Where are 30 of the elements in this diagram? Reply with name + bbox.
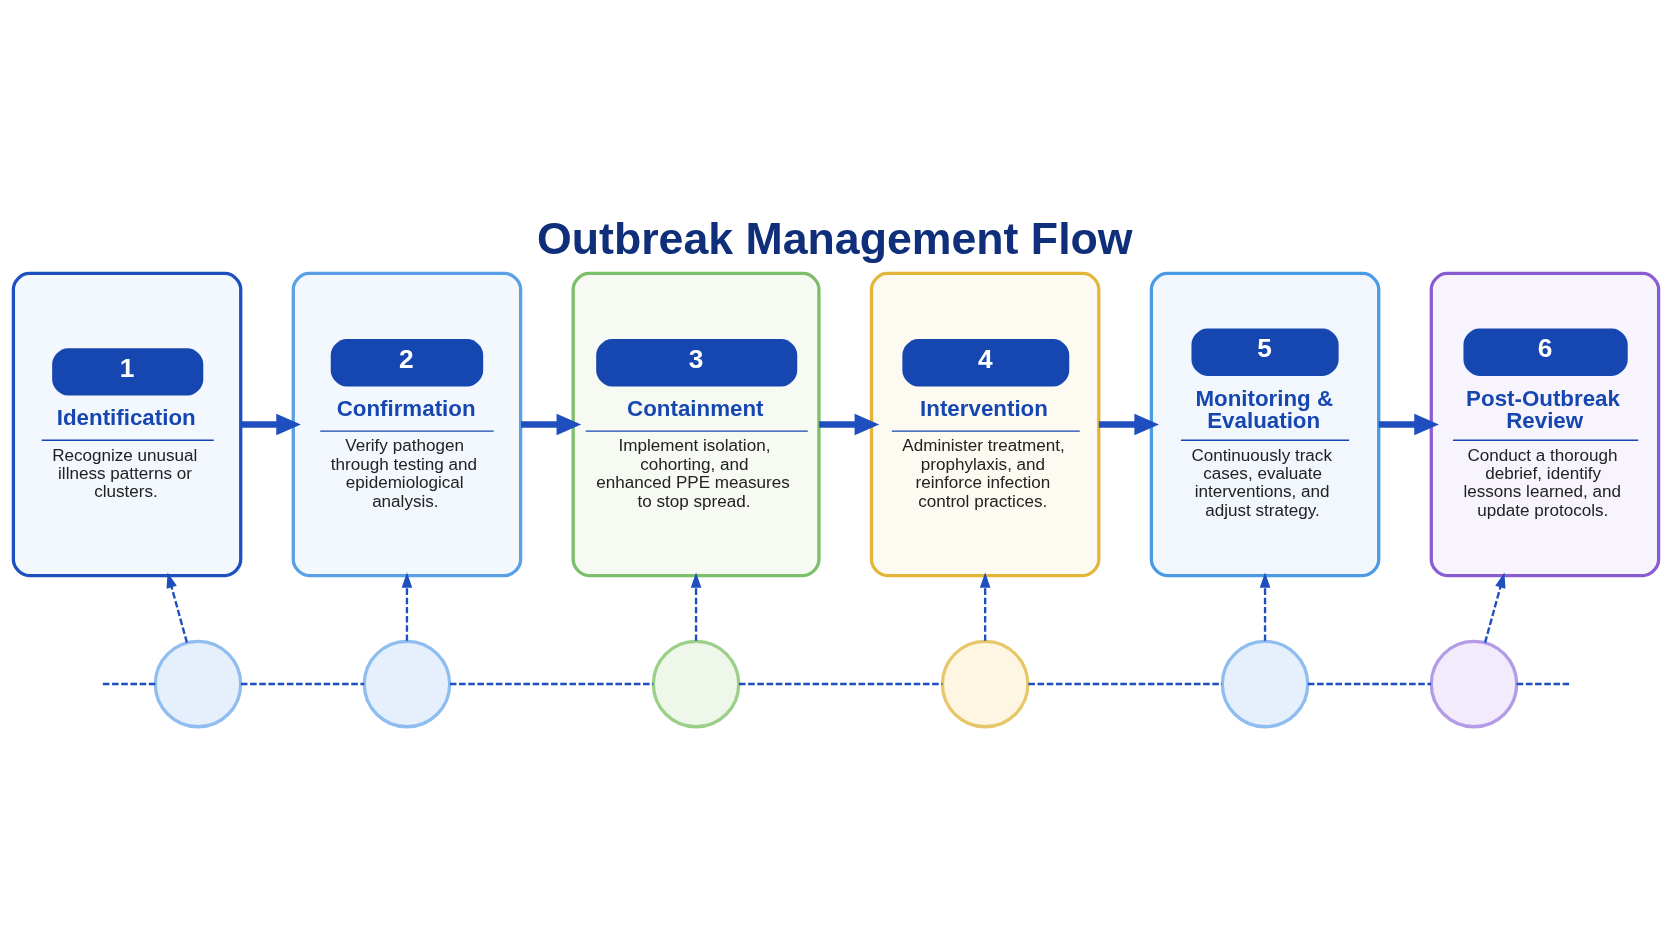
node-box: 1 Identification Recognize unusual illness patterns or clusters. [11, 271, 243, 578]
connector [1516, 682, 1570, 686]
connector [1307, 682, 1432, 686]
arrow [690, 572, 702, 641]
node-box: 6 Post-Outbreak Review Conduct a thorough debrief, identify lessons learned, and update protocols. [1429, 271, 1661, 578]
connector [449, 682, 654, 686]
node-box: 4 Intervention Administer treatment, prophylaxis, and reinforce infection control practices. [869, 271, 1101, 578]
node-box: 3 Containment Implement isolation, cohorting, and enhanced PPE measures to stop spread. [571, 271, 821, 578]
arrow [521, 413, 582, 436]
node-box: 2 Confirmation Verify pathogen through testing and epidemiological analysis. [291, 271, 523, 578]
arrow [819, 413, 880, 436]
arrow [166, 572, 189, 643]
node-box: 5 Monitoring & Evaluation Continuously track cases, evaluate interventions, and adjust strategy. [1149, 271, 1381, 578]
arrow [1259, 572, 1271, 641]
arrow [1098, 413, 1159, 436]
connector [102, 682, 156, 686]
node-circle [940, 639, 1030, 729]
node-circle [153, 639, 243, 729]
connector [738, 682, 943, 686]
node-circle [1429, 639, 1519, 729]
arrow [979, 572, 991, 641]
arrow [1378, 413, 1439, 436]
connector [240, 682, 365, 686]
node-circle [651, 639, 741, 729]
arrow [1483, 572, 1506, 643]
node-circle [362, 639, 452, 729]
diagram-title: Outbreak Management Flow [537, 213, 1133, 263]
node-circle [1220, 639, 1310, 729]
arrow [240, 413, 301, 436]
arrow [401, 572, 413, 641]
